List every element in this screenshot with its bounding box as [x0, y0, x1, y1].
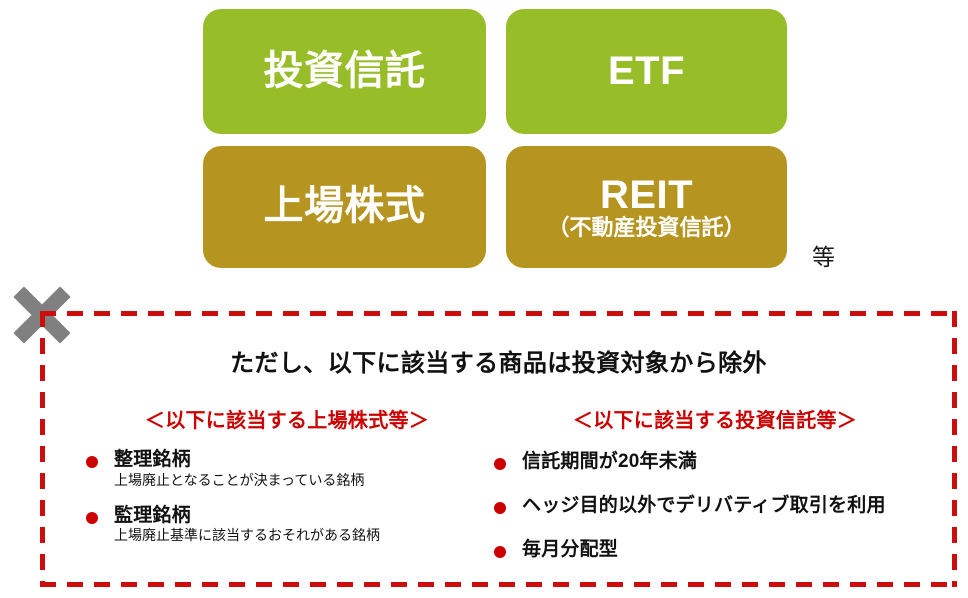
category-sublabel-reit: （不動産投資信託） — [547, 214, 746, 240]
bullet-dot-icon — [494, 458, 506, 470]
panel-border-bottom — [40, 582, 957, 587]
category-label-toshin: 投資信託 — [263, 48, 426, 93]
exclusion-column-investment-trusts: ＜以下に該当する投資信託等＞ 信託期間が20年未満 ヘッジ目的以外でデリバティブ… — [480, 404, 950, 583]
bullet-dot-icon — [86, 456, 98, 468]
bullet-list-listed-stocks: 整理銘柄 上場廃止となることが決まっている銘柄 監理銘柄 上場廃止基準に該当する… — [72, 449, 502, 544]
category-box-reit: REIT （不動産投資信託） — [506, 146, 787, 268]
category-label-etf: ETF — [607, 48, 686, 93]
list-item: 監理銘柄 上場廃止基準に該当するおそれがある銘柄 — [72, 505, 502, 545]
list-item: ヘッジ目的以外でデリバティブ取引を利用 — [480, 495, 950, 517]
list-item-label: 監理銘柄 — [114, 504, 191, 526]
exclusion-panel: ただし、以下に該当する商品は投資対象から除外 ＜以下に該当する上場株式等＞ 整理… — [40, 311, 957, 587]
panel-border-left — [40, 311, 45, 587]
category-label-listed-stocks: 上場株式 — [263, 184, 426, 229]
exclusion-column-listed-stocks: ＜以下に該当する上場株式等＞ 整理銘柄 上場廃止となることが決まっている銘柄 監… — [72, 404, 502, 560]
bullet-dot-icon — [494, 501, 506, 514]
list-item-label: 信託期間が20年未満 — [522, 451, 698, 472]
list-item-label: ヘッジ目的以外でデリバティブ取引を利用 — [522, 494, 886, 516]
category-label-reit: REIT — [599, 172, 694, 217]
column-heading-listed-stocks: ＜以下に該当する上場株式等＞ — [144, 410, 430, 432]
list-item: 信託期間が20年未満 — [480, 451, 950, 473]
panel-border-top — [40, 311, 957, 316]
list-item: 毎月分配型 — [480, 539, 950, 561]
exclusion-title: ただし、以下に該当する商品は投資対象から除外 — [230, 350, 767, 377]
etc-label: 等 — [812, 244, 835, 270]
bullet-dot-icon — [494, 545, 506, 558]
bullet-list-investment-trusts: 信託期間が20年未満 ヘッジ目的以外でデリバティブ取引を利用 毎月分配型 — [480, 451, 950, 561]
list-item-note: 上場廃止となることが決まっている銘柄 — [114, 471, 365, 488]
panel-border-right — [952, 311, 957, 587]
list-item-note: 上場廃止基準に該当するおそれがある銘柄 — [114, 527, 380, 544]
column-heading-investment-trusts: ＜以下に該当する投資信託等＞ — [572, 410, 858, 432]
category-box-toshin: 投資信託 — [203, 9, 486, 134]
list-item-label: 毎月分配型 — [522, 538, 619, 560]
list-item-label: 整理銘柄 — [114, 449, 191, 470]
category-box-listed-stocks: 上場株式 — [203, 146, 486, 268]
list-item: 整理銘柄 上場廃止となることが決まっている銘柄 — [72, 449, 502, 489]
category-box-etf: ETF — [506, 9, 787, 134]
bullet-dot-icon — [86, 511, 98, 524]
